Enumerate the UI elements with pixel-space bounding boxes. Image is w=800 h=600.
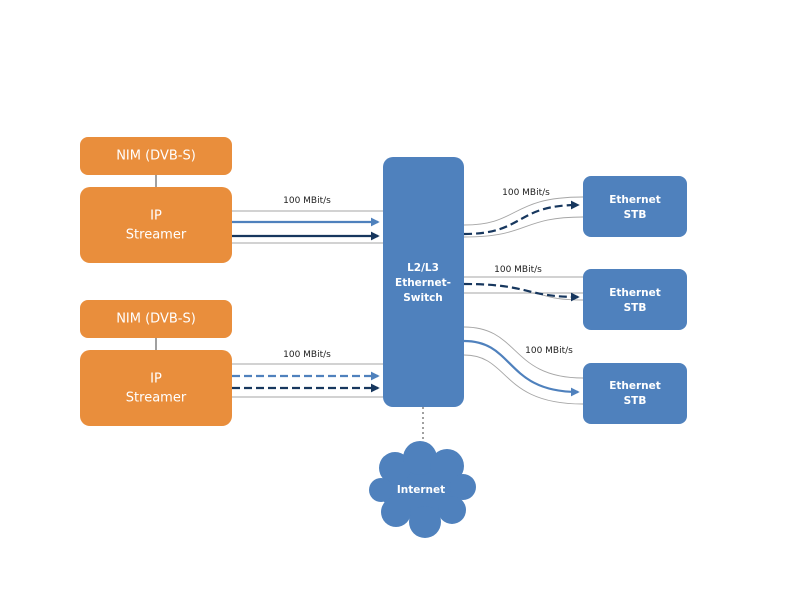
switch-label-line-1: L2/L3 bbox=[407, 262, 439, 274]
source-2-speed-label: 100 MBit/s bbox=[283, 350, 331, 360]
nim-box-2-label: NIM (DVB-S) bbox=[116, 312, 196, 327]
stream-to-stb-1 bbox=[463, 200, 580, 236]
stb-box-1 bbox=[583, 176, 687, 237]
cloud-icon bbox=[369, 441, 476, 538]
nim-box-2 bbox=[80, 300, 232, 338]
source-1-cable bbox=[232, 210, 383, 244]
nim-box-1 bbox=[80, 137, 232, 175]
stb-box-3 bbox=[583, 363, 687, 424]
streamer-box-2 bbox=[80, 350, 232, 426]
stb-node-1: Ethernet STB bbox=[583, 176, 687, 237]
source-group-1: NIM (DVB-S) IP Streamer bbox=[80, 137, 232, 263]
source-2-cable bbox=[232, 363, 383, 398]
nim-box-1-label: NIM (DVB-S) bbox=[116, 149, 196, 164]
internet-label: Internet bbox=[397, 484, 445, 496]
stb-box-1-line-2: STB bbox=[624, 209, 647, 221]
stb-node-2: Ethernet STB bbox=[583, 269, 687, 330]
stb-box-2-line-2: STB bbox=[624, 302, 647, 314]
stb-3-speed-label: 100 MBit/s bbox=[525, 346, 573, 356]
stb-box-3-line-2: STB bbox=[624, 395, 647, 407]
stb-3-cable bbox=[463, 326, 584, 405]
streamer-box-1-line-1: IP bbox=[150, 209, 162, 224]
switch-label-line-3: Switch bbox=[403, 292, 443, 304]
stb-box-2-line-1: Ethernet bbox=[609, 287, 661, 299]
stb-box-3-line-1: Ethernet bbox=[609, 380, 661, 392]
streamer-box-2-line-1: IP bbox=[150, 372, 162, 387]
internet-node: Internet bbox=[369, 441, 476, 538]
source-group-2: NIM (DVB-S) IP Streamer bbox=[80, 300, 232, 426]
stream-to-stb-3 bbox=[463, 339, 580, 397]
stream-to-stb-2 bbox=[463, 282, 580, 302]
stb-box-1-line-1: Ethernet bbox=[609, 194, 661, 206]
stb-node-3: Ethernet STB bbox=[583, 363, 687, 424]
switch-label-line-2: Ethernet- bbox=[395, 277, 451, 289]
streamer-box-2-line-2: Streamer bbox=[126, 391, 187, 406]
switch-box bbox=[383, 157, 464, 407]
streamer-box-1 bbox=[80, 187, 232, 263]
stb-box-2 bbox=[583, 269, 687, 330]
switch-node: L2/L3 Ethernet- Switch bbox=[383, 157, 464, 407]
stb-2-speed-label: 100 MBit/s bbox=[494, 265, 542, 275]
stb-1-speed-label: 100 MBit/s bbox=[502, 188, 550, 198]
stb-1-cable bbox=[463, 196, 584, 238]
streamer-box-1-line-2: Streamer bbox=[126, 228, 187, 243]
source-1-speed-label: 100 MBit/s bbox=[283, 196, 331, 206]
